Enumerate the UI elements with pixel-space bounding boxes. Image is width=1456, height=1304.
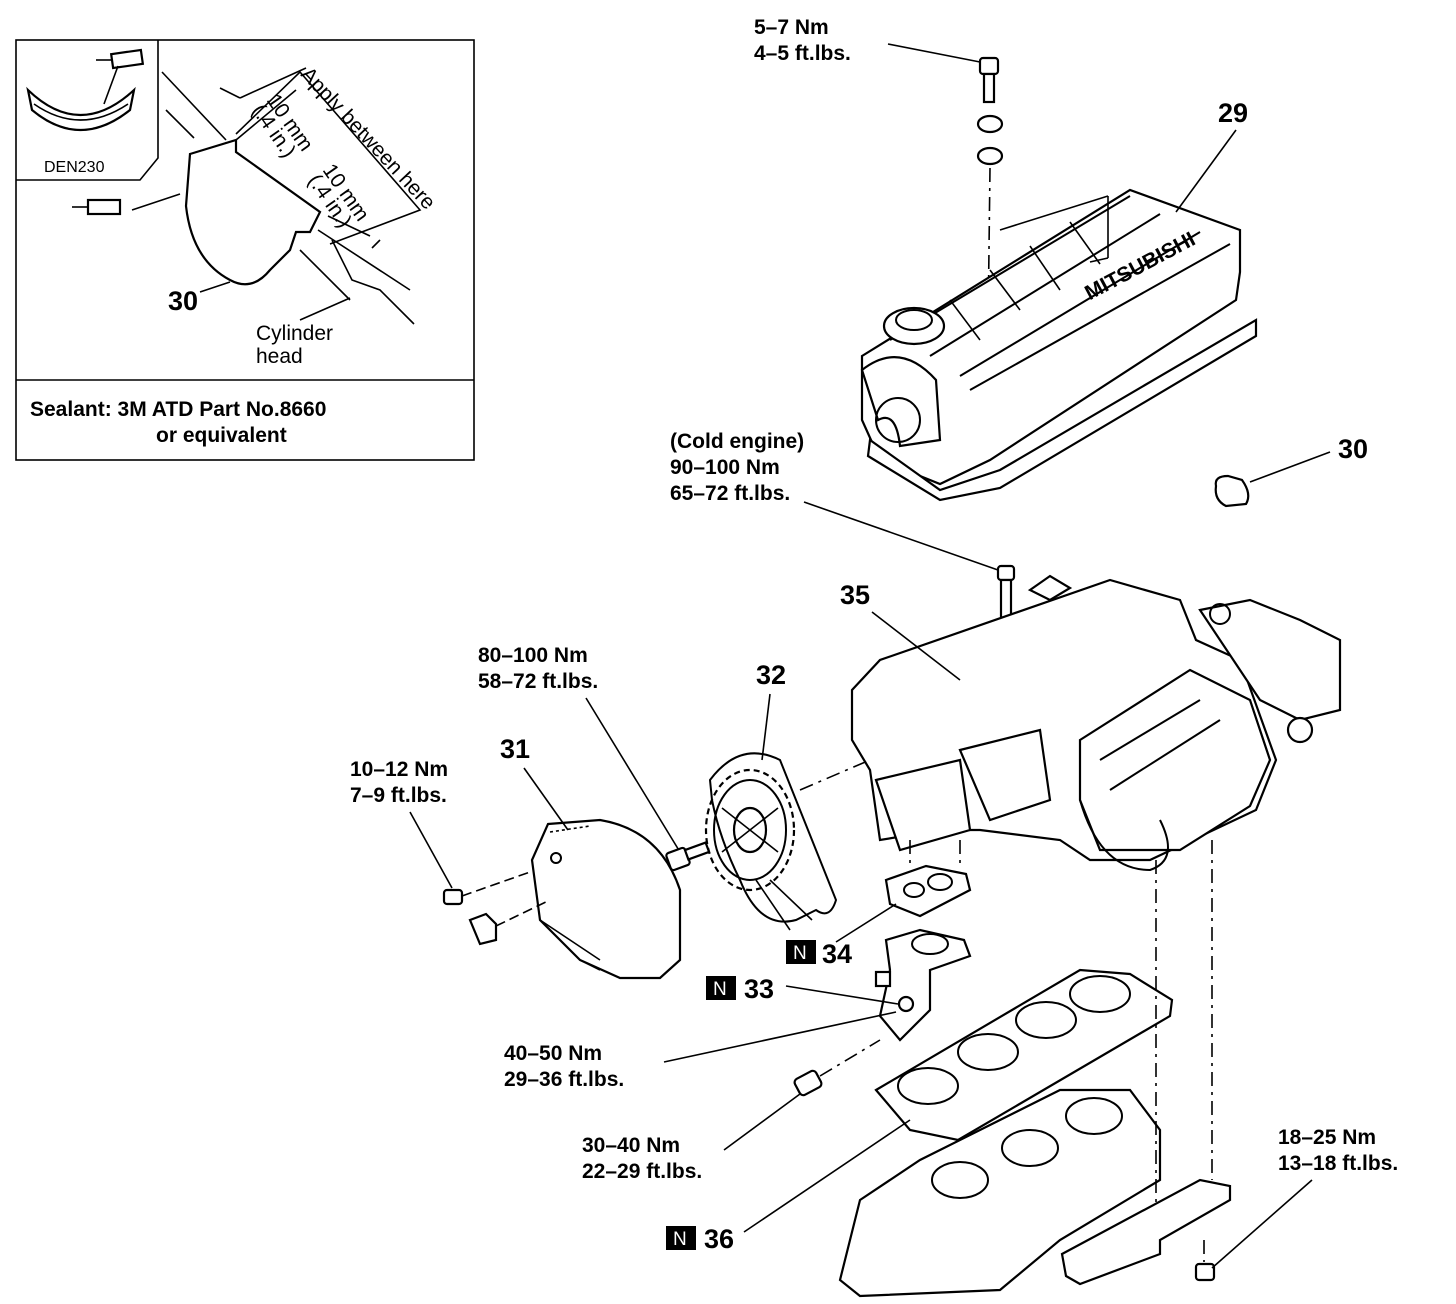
cylinder-label: Cylinder <box>256 322 333 345</box>
callout-33: 33 <box>744 974 774 1004</box>
cylinder-head <box>850 574 1342 872</box>
svg-text:90–100 Nm: 90–100 Nm <box>670 456 780 479</box>
svg-text:80–100 Nm: 80–100 Nm <box>478 644 588 667</box>
cover-bolt-lower <box>468 912 498 946</box>
distributor <box>958 728 1052 822</box>
temperature-sensor <box>793 1039 881 1097</box>
svg-text:4–5 ft.lbs.: 4–5 ft.lbs. <box>754 42 851 65</box>
torque-callout-outlet-bolt: 40–50 Nm 29–36 ft.lbs. <box>504 1011 897 1091</box>
cylinder-block <box>838 1088 1162 1298</box>
torque-callout-cover-bolt: 5–7 Nm 4–5 ft.lbs. <box>754 16 981 65</box>
cover-screw <box>442 871 531 906</box>
sealant-tube-icon <box>96 48 145 105</box>
water-outlet <box>874 928 972 1042</box>
n-marker-34 <box>786 940 816 964</box>
svg-text:10–12 Nm: 10–12 Nm <box>350 758 448 781</box>
torque-callout-sensor: 30–40 Nm 22–29 ft.lbs. <box>582 1093 801 1183</box>
torque-callout-sprocket-bolt: 80–100 Nm 58–72 ft.lbs. <box>478 644 681 853</box>
bearing-cap-icon <box>26 86 136 131</box>
head-label: head <box>256 345 303 368</box>
svg-text:65–72 ft.lbs.: 65–72 ft.lbs. <box>670 482 790 505</box>
callout-35: 35 <box>840 580 870 610</box>
sealant-spec-line1: Sealant: 3M ATD Part No.8660 <box>30 398 326 421</box>
n-marker-36 <box>666 1226 696 1250</box>
timing-belt <box>708 752 838 923</box>
svg-text:40–50 Nm: 40–50 Nm <box>504 1042 602 1065</box>
svg-text:30–40 Nm: 30–40 Nm <box>582 1134 680 1157</box>
hanger-bolt <box>1194 1262 1216 1282</box>
callout-32: 32 <box>756 660 786 690</box>
rocker-cover: MITSUBISHI <box>860 188 1258 502</box>
callout-31: 31 <box>500 734 530 764</box>
n-marker-33 <box>706 976 736 1000</box>
cover-bolt <box>976 56 1004 331</box>
callout-29: 29 <box>1218 98 1248 128</box>
svg-text:(Cold engine): (Cold engine) <box>670 430 804 453</box>
svg-text:7–9 ft.lbs.: 7–9 ft.lbs. <box>350 784 447 807</box>
svg-text:13–18 ft.lbs.: 13–18 ft.lbs. <box>1278 1152 1398 1175</box>
svg-text:58–72 ft.lbs.: 58–72 ft.lbs. <box>478 670 598 693</box>
camshaft-sprocket <box>704 768 796 892</box>
engine-hanger <box>1060 840 1232 1286</box>
sprocket-bolt <box>665 841 711 872</box>
inset-callout-30: 30 <box>168 286 198 316</box>
oil-filler-cap <box>882 306 946 346</box>
svg-text:N: N <box>793 943 807 964</box>
part-ref-label: DEN230 <box>44 159 105 176</box>
sealant-tube-icon-2 <box>72 193 181 216</box>
gasket-34 <box>884 840 972 918</box>
sealant-spec-line2: or equivalent <box>156 424 287 447</box>
intake-manifold <box>1078 668 1272 852</box>
callout-34: 34 <box>822 939 852 969</box>
svg-text:N: N <box>673 1229 687 1250</box>
semicircular-plug-30 <box>1214 474 1250 508</box>
svg-text:5–7 Nm: 5–7 Nm <box>754 16 829 39</box>
thermostat-housing <box>1198 598 1342 722</box>
callout-36: 36 <box>704 1224 734 1254</box>
svg-text:N: N <box>713 979 727 1000</box>
head-gasket <box>874 968 1174 1142</box>
torque-callout-cover-screw: 10–12 Nm 7–9 ft.lbs. <box>350 758 453 889</box>
sealant-inset: DEN230 Apply between here 10 mm (.4 in.) <box>15 39 475 461</box>
timing-belt-upper-cover <box>468 818 682 980</box>
svg-text:18–25 Nm: 18–25 Nm <box>1278 1126 1376 1149</box>
callout-30: 30 <box>1338 434 1368 464</box>
torque-callout-hanger-bolt: 18–25 Nm 13–18 ft.lbs. <box>1211 1126 1398 1269</box>
torque-callout-head-bolt: (Cold engine) 90–100 Nm 65–72 ft.lbs. <box>670 430 999 571</box>
bearing-cap-30 <box>184 138 322 286</box>
svg-text:29–36 ft.lbs.: 29–36 ft.lbs. <box>504 1068 624 1091</box>
svg-text:22–29 ft.lbs.: 22–29 ft.lbs. <box>582 1160 702 1183</box>
